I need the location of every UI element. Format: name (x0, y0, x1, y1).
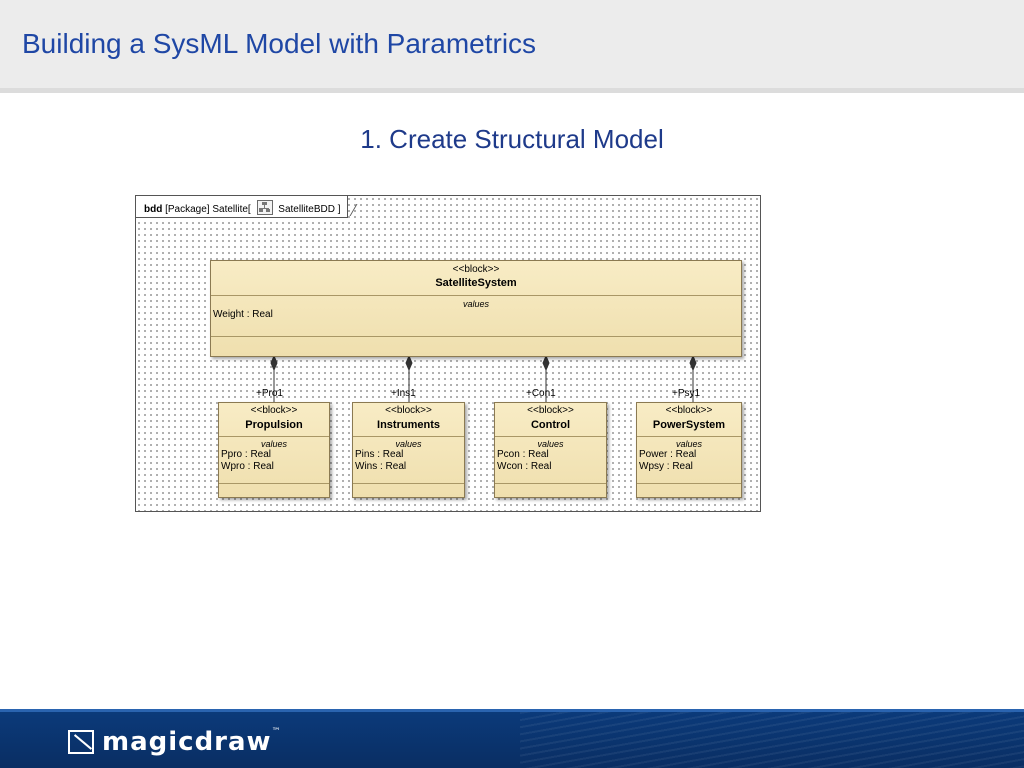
composition-links (270, 354, 697, 402)
block-propulsion[interactable]: <<block>> Propulsion values Ppro : Real … (218, 402, 330, 498)
values-heading: values (537, 439, 564, 449)
block-power-system[interactable]: <<block>> PowerSystem values Power : Rea… (636, 402, 742, 498)
values-heading: values (260, 439, 287, 449)
values-heading: values (675, 439, 702, 449)
block-empty-compartment (353, 483, 464, 484)
block-attribute: Wpsy : Real (639, 461, 693, 472)
block-stereotype: <<block>> (665, 405, 713, 416)
frame-kind: bdd (144, 204, 163, 215)
block-attribute: Wins : Real (355, 461, 407, 472)
header-divider (0, 88, 1024, 93)
block-name: Control (530, 419, 571, 431)
block-attribute: Wcon : Real (497, 461, 552, 472)
block-values-compartment: values Ppro : Real Wpro : Real (219, 436, 329, 483)
block-attribute: Power : Real (639, 449, 697, 460)
block-empty-compartment (211, 336, 741, 337)
composition-diamond-propulsion (270, 354, 278, 372)
block-name: SatelliteSystem (435, 277, 517, 289)
frame-diagram-name: SatelliteBDD ] (278, 204, 341, 215)
block-empty-compartment (495, 483, 606, 484)
block-attribute: Ppro : Real (221, 449, 272, 460)
block-values-compartment: values Pins : Real Wins : Real (353, 436, 464, 483)
block-name: Instruments (377, 419, 440, 431)
block-attribute: Pcon : Real (497, 449, 549, 460)
magicdraw-logo-icon (68, 730, 94, 754)
block-values-compartment: values Power : Real Wpsy : Real (637, 436, 741, 483)
block-satellite-system[interactable]: <<block>> SatelliteSystem values Weight … (210, 260, 742, 357)
values-heading: values (395, 439, 422, 449)
bdd-diagram-icon (256, 200, 273, 215)
composition-diamond-powersystem (689, 354, 697, 372)
magicdraw-logo: magicdraw™ (68, 727, 282, 757)
block-empty-compartment (637, 483, 741, 484)
block-attribute: Wpro : Real (221, 461, 274, 472)
block-instruments[interactable]: <<block>> Instruments values Pins : Real… (352, 402, 465, 498)
block-name: PowerSystem (652, 419, 726, 431)
block-empty-compartment (219, 483, 329, 484)
block-attribute: Weight : Real (213, 309, 273, 320)
footer-decoration (520, 712, 1024, 768)
slide-header: Building a SysML Model with Parametrics (0, 0, 1024, 88)
composition-diamond-control (542, 354, 550, 372)
block-name: Propulsion (245, 419, 303, 431)
part-role-label: +Pro1 (256, 388, 283, 399)
footer-divider (0, 709, 1024, 712)
block-values-compartment: values Pcon : Real Wcon : Real (495, 436, 606, 483)
bdd-diagram: bdd [Package] Satellite[ SatelliteBDD ] … (135, 195, 761, 512)
part-role-label: +Con1 (526, 388, 556, 399)
frame-package-text: [Package] Satellite[ (165, 204, 251, 215)
block-stereotype: <<block>> (452, 264, 500, 275)
values-heading: values (462, 299, 489, 309)
block-values-compartment: values Weight : Real (211, 295, 741, 336)
block-control[interactable]: <<block>> Control values Pcon : Real Wco… (494, 402, 607, 498)
block-stereotype: <<block>> (527, 405, 574, 416)
block-attribute: Pins : Real (355, 449, 404, 460)
block-stereotype: <<block>> (250, 405, 298, 416)
slide-subtitle: 1. Create Structural Model (360, 124, 664, 154)
composition-diamond-instruments (405, 354, 413, 372)
part-role-label: +Psy1 (672, 388, 701, 399)
logo-text: magicdraw (102, 727, 272, 757)
slide-footer: magicdraw™ (0, 712, 1024, 768)
slide-title: Building a SysML Model with Parametrics (22, 28, 537, 59)
block-stereotype: <<block>> (385, 405, 432, 416)
logo-trademark: ™ (271, 727, 282, 737)
diagram-frame-label: bdd [Package] Satellite[ SatelliteBDD ] (136, 196, 348, 218)
part-role-label: +Ins1 (391, 388, 416, 399)
